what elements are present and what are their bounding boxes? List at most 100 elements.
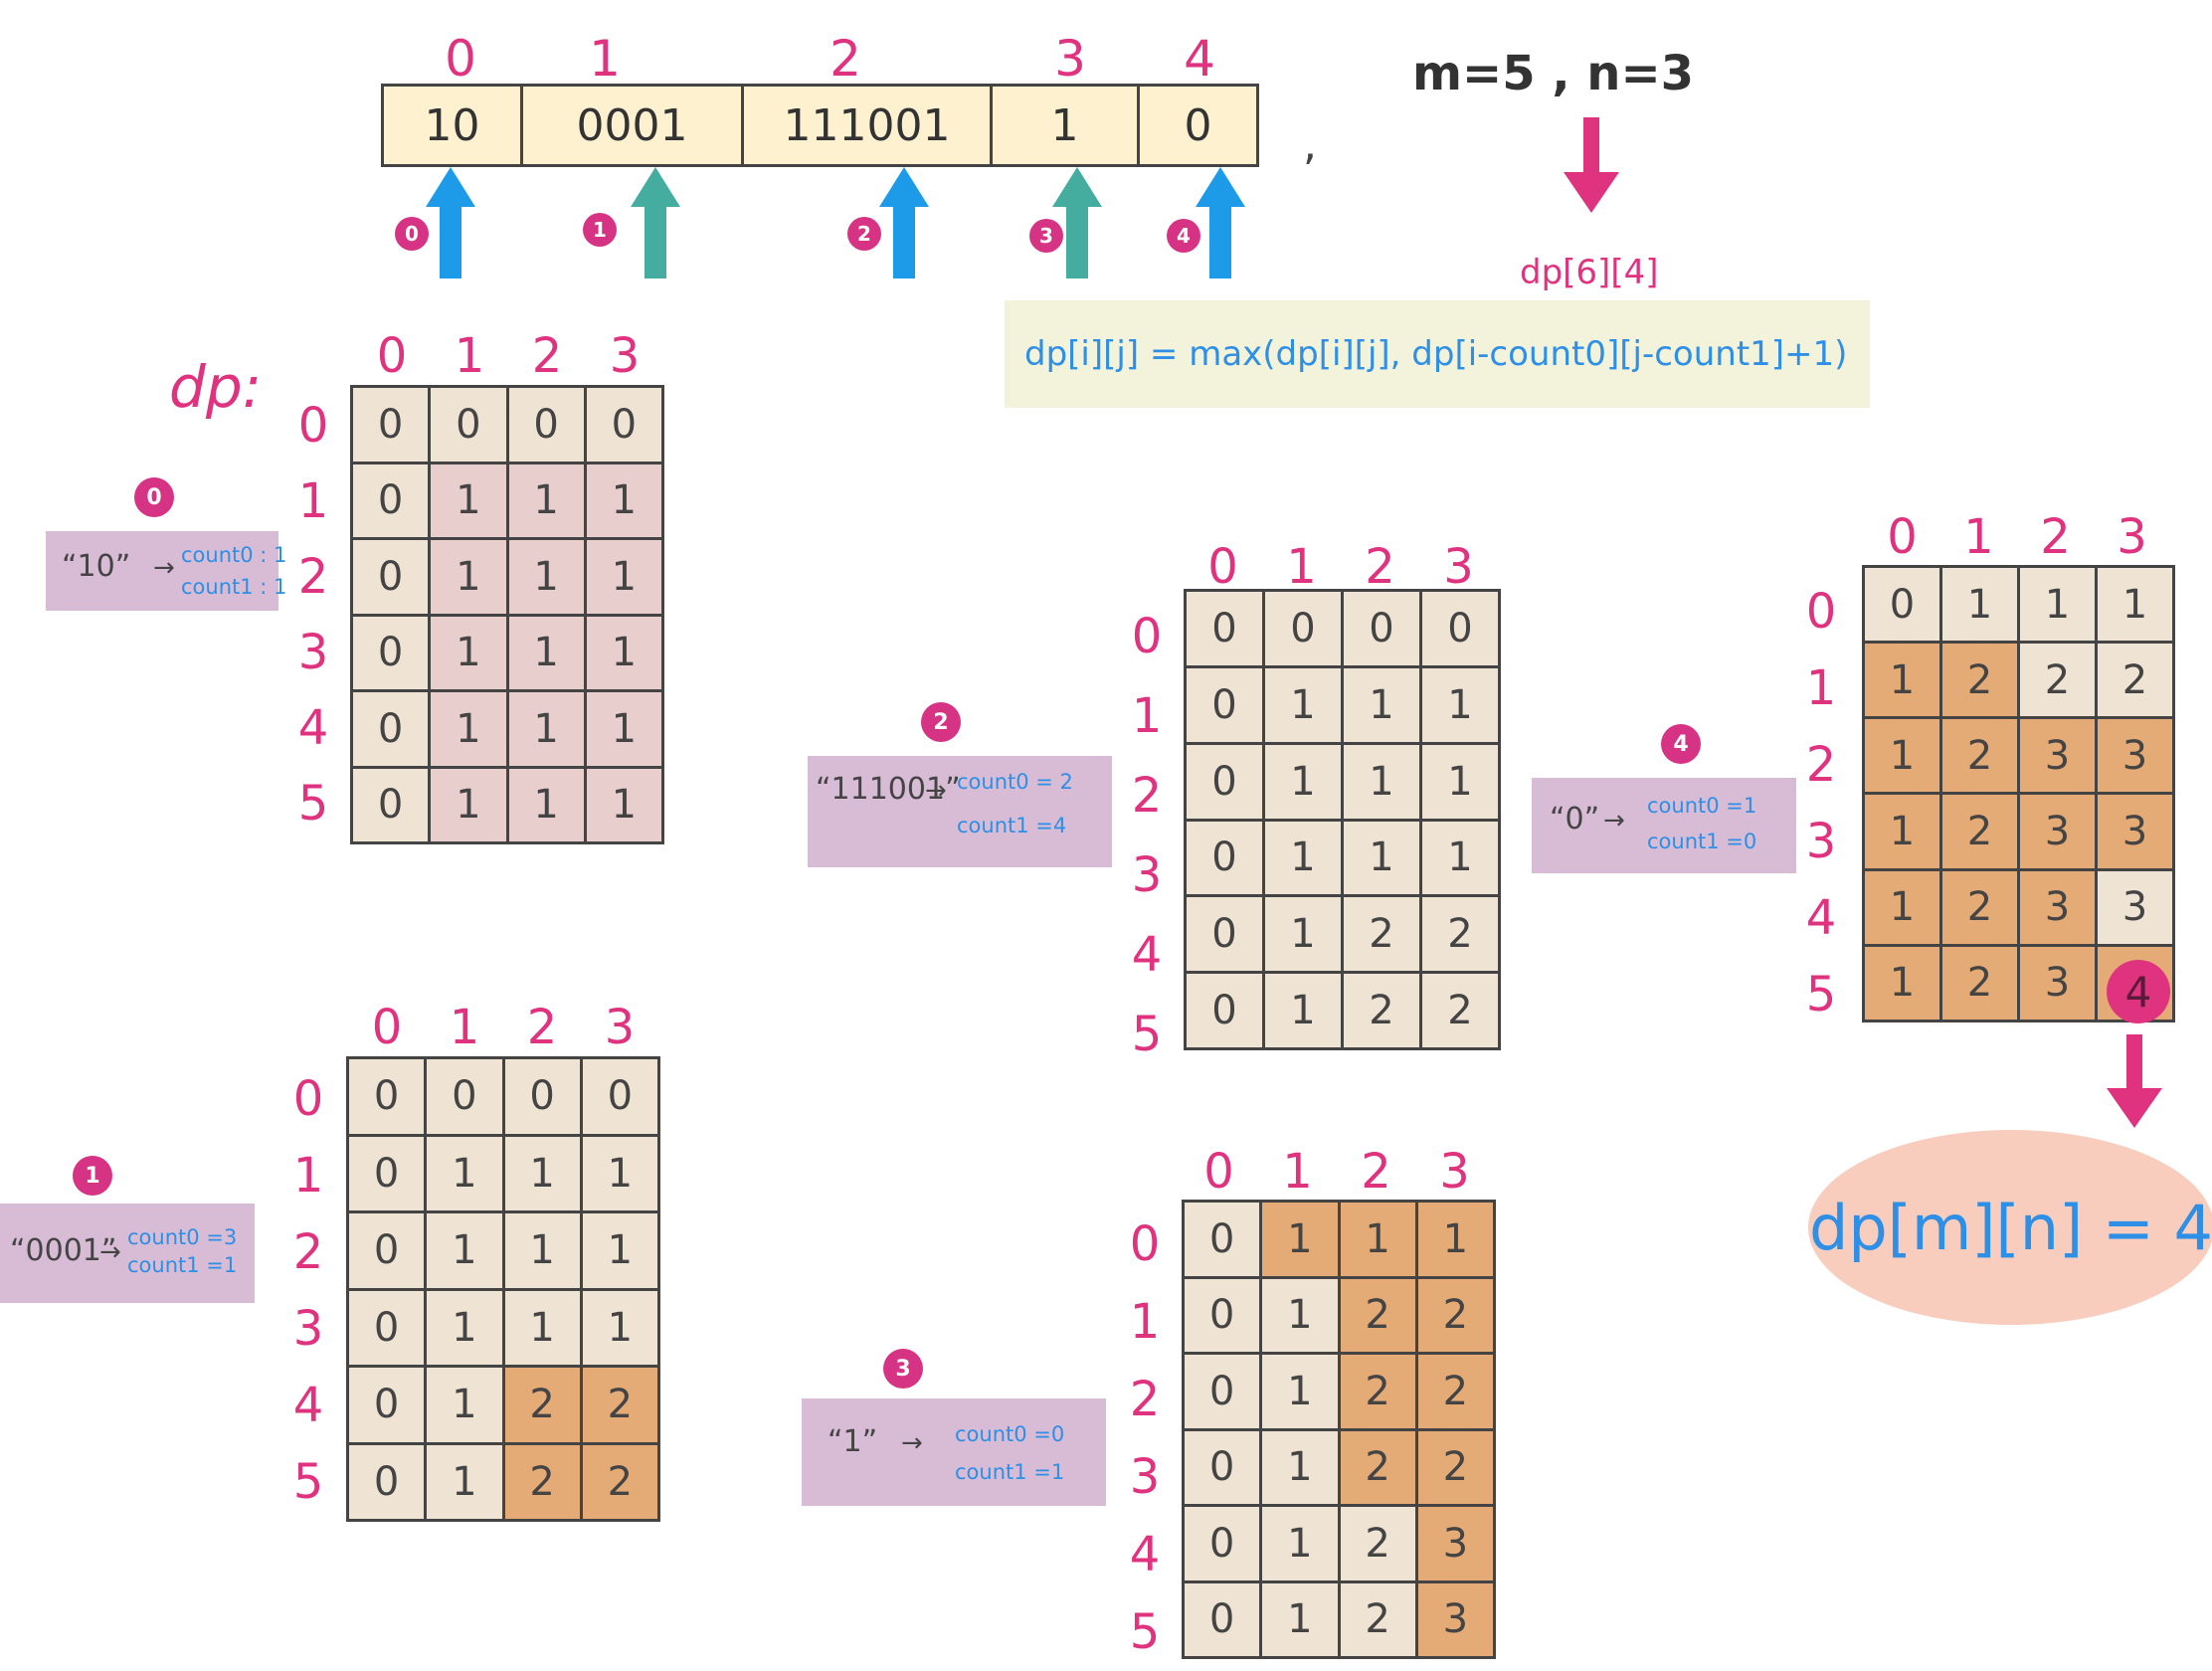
step-arrow: →	[901, 1428, 923, 1458]
dp-cell: 2	[1942, 644, 2017, 717]
dp-cell: 0	[1344, 592, 1419, 665]
column-label: 2	[1365, 539, 1395, 595]
dp-cell: 1	[508, 464, 584, 537]
column-label: 1	[1282, 1144, 1313, 1200]
row-label: 4	[292, 1377, 324, 1433]
dp-cell: 0	[1187, 744, 1262, 819]
dp-cell: 3	[1417, 1582, 1493, 1656]
dp-cell: 0	[1185, 1582, 1260, 1656]
up-arrow-icon	[631, 167, 680, 278]
row-label: 3	[1805, 813, 1837, 869]
column-label: 2	[1361, 1144, 1391, 1200]
step-note-3: “1” → count0 =0 count1 =1	[802, 1398, 1106, 1506]
dp-cell: 2	[1417, 1355, 1493, 1428]
column-labels: 0 1 2 3	[1184, 539, 1498, 595]
dp-cell: 1	[1262, 1582, 1338, 1656]
dp-cell: 0	[349, 1059, 425, 1134]
column-label: 3	[1443, 539, 1474, 595]
dp-cell: 1	[582, 1213, 657, 1288]
array-index-0: 0	[445, 30, 476, 88]
row-labels: 0 1 2 3 4 5	[1796, 573, 1846, 1032]
column-labels: 0 1 2 3	[353, 328, 663, 384]
up-arrow-icon	[426, 167, 475, 278]
column-labels: 0 1 2 3	[348, 1000, 658, 1055]
dp-grid-step-4: 0 1 1 1 1 2 2 2 1 2 3 3 1 2 3 3 1 2 3 3 …	[1862, 565, 2175, 1022]
row-label: 2	[292, 1223, 324, 1280]
step-count0: count0 = 2	[957, 770, 1073, 794]
array-cell: 1	[993, 87, 1140, 164]
row-label: 0	[1131, 609, 1163, 664]
dp-cell: 3	[2098, 719, 2172, 793]
dp-cell: 0	[504, 1059, 580, 1134]
dp-cell: 3	[2020, 719, 2095, 793]
column-labels: 0 1 2 3	[1180, 1144, 1494, 1200]
row-labels: 0 1 2 3 4 5	[1120, 1206, 1170, 1671]
dp-cell: 1	[1265, 667, 1341, 742]
dp-cell: 1	[431, 464, 506, 537]
row-label: 1	[292, 1147, 324, 1204]
dp-cell: 2	[1340, 1430, 1415, 1504]
row-label: 1	[297, 473, 329, 529]
step-note-4: “0” → count0 =1 count1 =0	[1532, 778, 1796, 873]
step-arrow: →	[925, 776, 947, 806]
dp-cell: 1	[586, 768, 661, 841]
dp-cell: 1	[508, 768, 584, 841]
dp-cell: 1	[427, 1290, 502, 1365]
row-label: 0	[1805, 583, 1837, 640]
pointer-badge-2: 2	[847, 217, 881, 251]
dp-cell: 1	[2098, 568, 2172, 642]
dp-cell: 1	[1262, 1355, 1338, 1428]
step-count1: count1 =1	[127, 1253, 238, 1277]
row-label: 0	[292, 1070, 324, 1127]
dp-cell: 1	[1422, 821, 1498, 895]
dp-cell: 0	[586, 388, 661, 462]
dp-cell: 0	[1187, 821, 1262, 895]
step-badge-3: 3	[883, 1349, 923, 1389]
dp-cell: 0	[1422, 592, 1498, 665]
row-label: 1	[1131, 688, 1163, 744]
dp-cell: 2	[1340, 1355, 1415, 1428]
dp-cell: 1	[1865, 795, 1939, 868]
dp-cell: 0	[353, 388, 429, 462]
dp-grid-step-2: 0 0 0 0 0 1 1 1 0 1 1 1 0 1 1 1 0 1 2 2 …	[1184, 589, 1501, 1050]
dp-cell: 0	[1187, 667, 1262, 742]
dp-cell: 2	[2020, 644, 2095, 717]
step-word: “10”	[62, 549, 131, 584]
row-label: 1	[1129, 1294, 1161, 1350]
step-word: “1”	[828, 1424, 878, 1459]
dp-cell: 0	[353, 540, 429, 614]
dp-cell: 1	[1262, 1430, 1338, 1504]
dp-grid-step-1: 0 0 0 0 0 1 1 1 0 1 1 1 0 1 1 1 0 1 2 2 …	[346, 1056, 660, 1522]
dp-cell: 2	[504, 1368, 580, 1442]
dp-cell: 2	[1422, 897, 1498, 972]
dp-cell: 2	[1942, 719, 2017, 793]
dp-cell: 1	[1865, 719, 1939, 793]
dp-cell: 0	[349, 1444, 425, 1519]
column-labels: 0 1 2 3	[1864, 509, 2170, 565]
up-arrow-icon	[879, 167, 929, 278]
dp-formula: dp[i][j] = max(dp[i][j], dp[i-count0][j-…	[1005, 300, 1870, 408]
pointer-badge-4: 4	[1167, 219, 1200, 253]
dp-cell: 1	[586, 540, 661, 614]
pointer-badge-0: 0	[395, 217, 429, 251]
pointer-badge-3: 3	[1029, 219, 1063, 253]
dp-cell: 3	[2020, 870, 2095, 944]
up-arrow-icon	[1052, 167, 1102, 278]
dp-cell: 1	[1265, 821, 1341, 895]
step-count0: count0 : 1	[181, 543, 287, 567]
step-badge-4: 4	[1661, 724, 1701, 764]
step-count1: count1 =4	[957, 814, 1067, 837]
dp-cell: 2	[1340, 1582, 1415, 1656]
array-cell: 0	[1184, 99, 1212, 151]
dp-cell: 1	[1265, 974, 1341, 1047]
dp-cell: 1	[1265, 744, 1341, 819]
row-label: 5	[292, 1453, 324, 1510]
dp-cell: 1	[427, 1213, 502, 1288]
row-label: 4	[297, 700, 329, 756]
row-label: 3	[1131, 847, 1163, 903]
dp-cell: 1	[431, 692, 506, 766]
row-labels: 0 1 2 3 4 5	[288, 388, 338, 841]
dp-cell: 1	[1865, 870, 1939, 944]
dp-cell: 3	[2020, 795, 2095, 868]
target-dp-label: dp[6][4]	[1520, 253, 1659, 292]
